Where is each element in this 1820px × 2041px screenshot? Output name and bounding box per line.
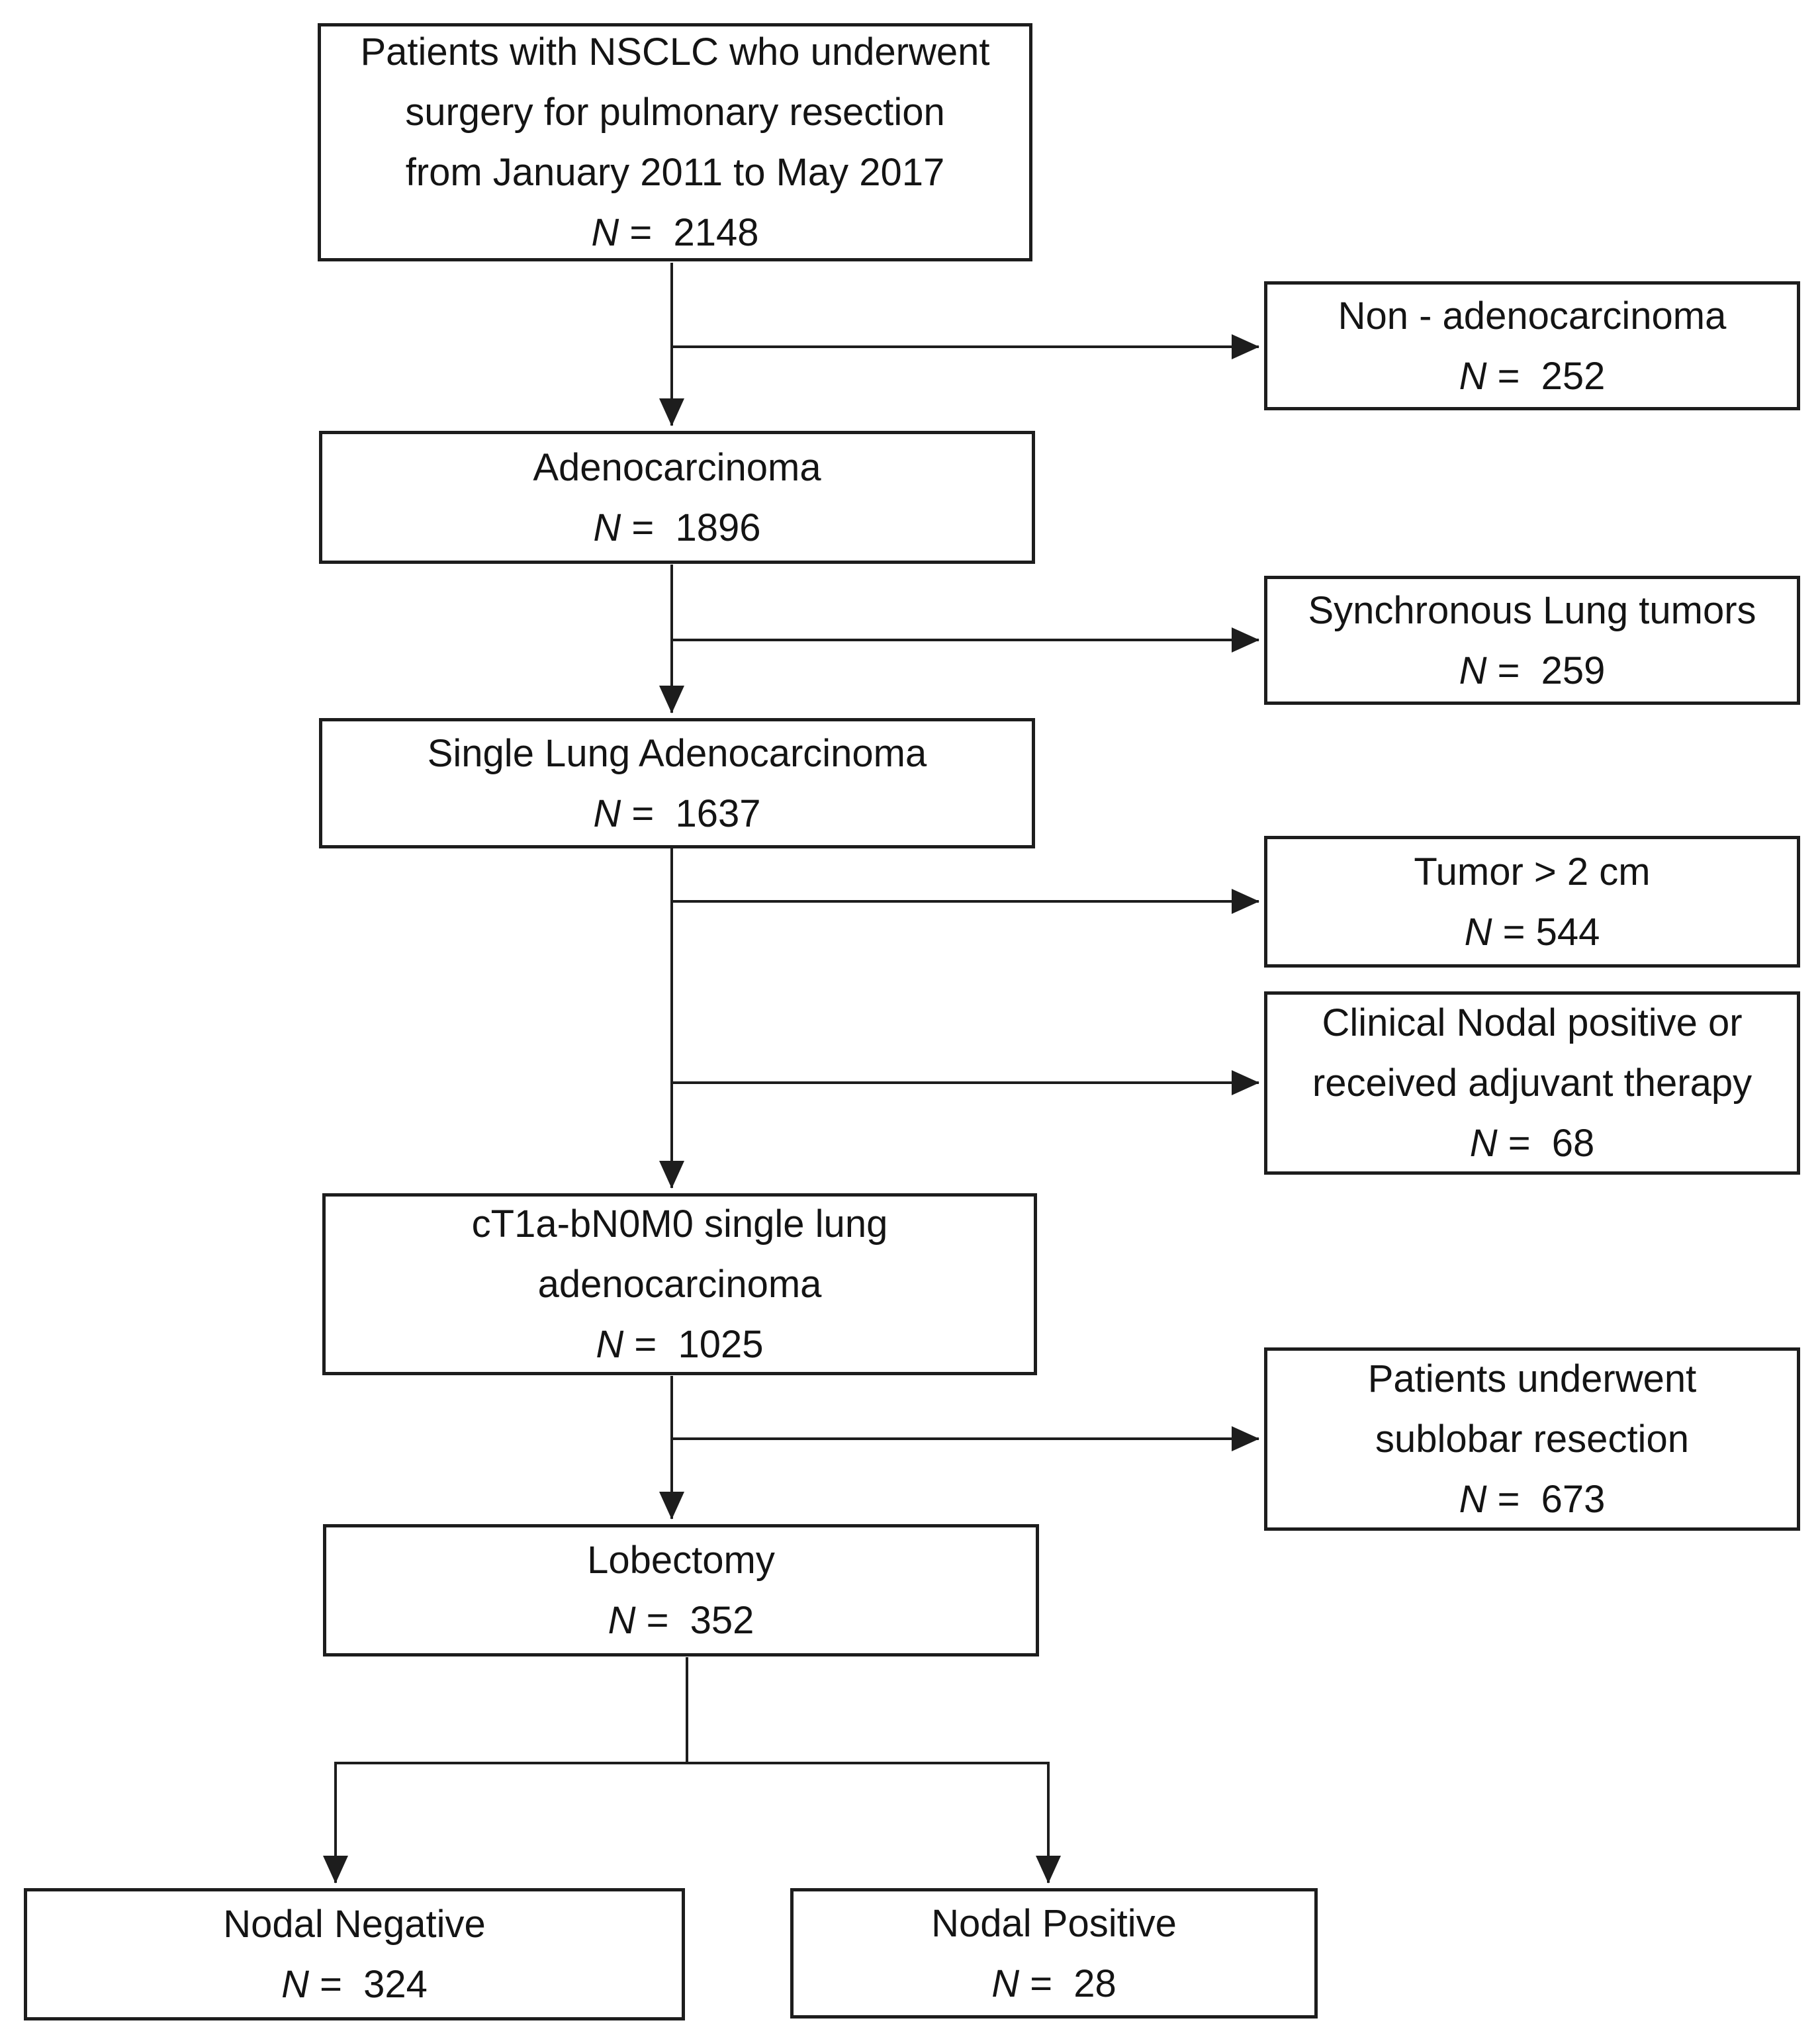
box-text-line: Lobectomy [587, 1539, 775, 1582]
flow-box-nodal-positive: Nodal Positive N = 28 [790, 1888, 1318, 2018]
box-text-line: received adjuvant therapy [1312, 1062, 1752, 1105]
box-text-line: Synchronous Lung tumors [1308, 588, 1756, 632]
flow-box-single-lung-adenocarcinoma: Single Lung Adenocarcinoma N = 1637 [319, 718, 1035, 848]
flow-box-nodal-negative: Nodal Negative N = 324 [24, 1888, 685, 2020]
flow-box-lobectomy: Lobectomy N = 352 [323, 1524, 1039, 1656]
flow-box-adenocarcinoma: Adenocarcinoma N = 1896 [319, 431, 1035, 564]
box-n-value: N = 1637 [593, 792, 761, 835]
box-text-line: surgery for pulmonary resection [405, 91, 945, 134]
box-text-line: adenocarcinoma [537, 1263, 822, 1306]
box-n-value: N = 68 [1469, 1122, 1595, 1165]
box-text-line: Patients with NSCLC who underwent [360, 30, 990, 73]
flow-box-synchronous-lung-tumors: Synchronous Lung tumors N = 259 [1264, 576, 1800, 705]
box-n-value: N = 252 [1459, 354, 1606, 398]
box-text-line: from January 2011 to May 2017 [405, 151, 945, 194]
box-n-value: N = 1025 [596, 1323, 764, 1366]
box-text-line: Clinical Nodal positive or [1322, 1001, 1743, 1044]
box-text-line: Nodal Positive [931, 1901, 1177, 1945]
box-n-value: N = 352 [608, 1599, 754, 1642]
flow-box-tumor-gt-2cm: Tumor > 2 cm N = 544 [1264, 836, 1800, 968]
box-n-value: N = 324 [281, 1963, 428, 2006]
box-n-value: N = 259 [1459, 649, 1606, 692]
box-text-line: sublobar resection [1375, 1418, 1689, 1461]
box-text-line: Non - adenocarcinoma [1338, 294, 1727, 338]
box-text-line: Nodal Negative [223, 1903, 486, 1946]
box-n-value: N = 28 [991, 1962, 1116, 2005]
box-text-line: Tumor > 2 cm [1414, 850, 1651, 893]
flow-box-sublobar-resection: Patients underwent sublobar resection N … [1264, 1347, 1800, 1531]
flow-box-ct1a-bn0m0: cT1a-bN0M0 single lung adenocarcinoma N … [322, 1193, 1037, 1375]
flow-box-nsclc-surgery: Patients with NSCLC who underwent surger… [318, 23, 1032, 261]
box-n-value: N = 2148 [591, 211, 759, 254]
box-n-value: N = 1896 [593, 506, 761, 549]
box-text-line: Adenocarcinoma [533, 445, 821, 489]
box-text-line: Single Lung Adenocarcinoma [427, 731, 927, 775]
flow-box-non-adenocarcinoma: Non - adenocarcinoma N = 252 [1264, 281, 1800, 410]
box-n-value: N = 673 [1459, 1478, 1606, 1521]
flow-box-clinical-nodal-positive: Clinical Nodal positive or received adju… [1264, 991, 1800, 1175]
box-n-value: N = 544 [1464, 910, 1600, 954]
box-text-line: cT1a-bN0M0 single lung [471, 1202, 888, 1246]
box-text-line: Patients underwent [1367, 1357, 1697, 1400]
